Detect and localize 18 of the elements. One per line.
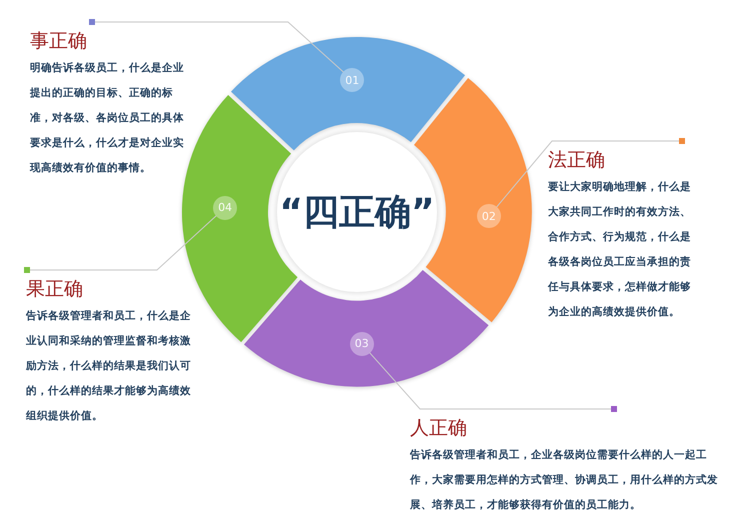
leader-line [24,215,217,273]
section-heading: 果正确 [26,277,84,302]
leader-line [369,352,617,412]
center-circle [277,132,437,292]
description-text: 明确告诉各级员工，什么是企业提出的正确的目标、正确的标准，对各级、各岗位员工的具体要求是什么，什么才是对企业实现高绩效有价值的事情。 [30,61,185,176]
description-text: 告诉各级管理者和员工，什么是企业认同和采纳的管理监督和考核激励方法，什么样的结果是我们认可的，什么样的结果才能够为高绩效组织提供价值。 [26,309,192,424]
number-badge: 03 [350,332,374,356]
section-heading: 人正确 [410,416,468,441]
leader-line [496,138,685,208]
center-title: “四正确” [279,190,435,234]
number-badge: 02 [476,204,501,228]
section-heading: 事正确 [30,29,88,54]
leader-line [89,19,344,73]
number-badge: 01 [340,68,364,92]
description-text: 告诉各级管理者和员工，企业各级岗位需要什么样的人一起工作，大家需要用怎样的方式管理、协调员工，用什么样的方式发展、培养员工，才能够获得有价值的员工能力。 [410,448,718,513]
number-badge: 04 [213,196,238,220]
description-text: 要让大家明确地理解，什么是大家共同工作时的有效方法、合作方式、行为规范，什么是各级各岗位员工应当承担的责任与具体要求，怎样做才能够为企业的高绩效提供价值。 [548,180,692,320]
section-heading: 法正确 [548,148,606,173]
